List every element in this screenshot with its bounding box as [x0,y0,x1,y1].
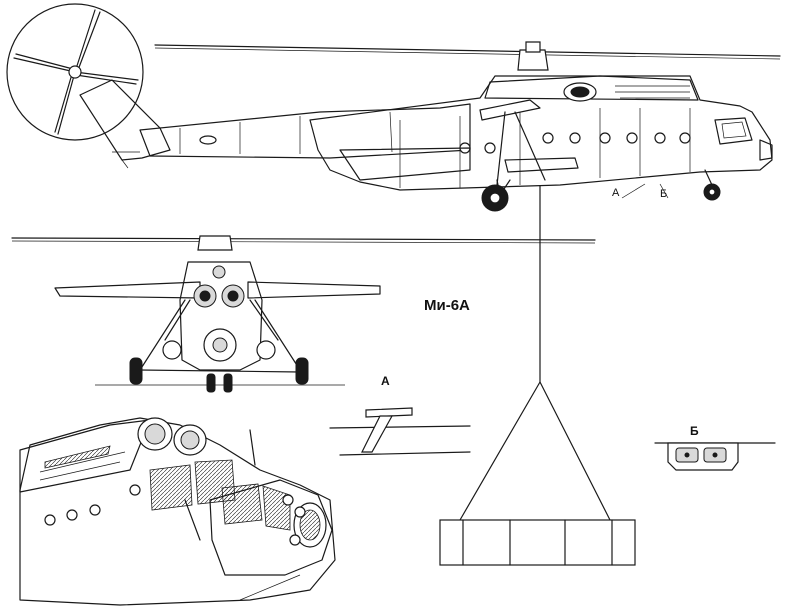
rotor-hub [517,49,549,71]
detail-a-label: А [381,374,390,388]
detail-a-step [365,407,413,418]
callout-b-side-view: Б [660,188,668,200]
slung-load [439,381,636,566]
front-view [11,235,596,393]
cargo-container [439,519,636,566]
perspective-fuselage [19,417,336,606]
perspective-window [149,464,193,511]
detail-b [654,442,776,471]
side-fuel-tank [339,147,471,181]
main-rotor-blade [154,44,781,57]
front-fuselage [179,261,263,371]
perspective-view [19,417,336,606]
front-rotor-blade [11,237,596,241]
perspective-engine-deck [19,419,151,493]
front-right-wing [247,281,381,299]
tail-fin [79,79,171,161]
detail-a-fuselage-line [329,425,471,429]
engine-cowling [484,75,699,101]
model-title: Ми-6А [424,297,470,314]
tail-boom [139,103,471,159]
portholes [459,132,691,154]
cockpit-glazing [714,117,753,145]
perspective-cockpit [209,479,333,576]
detail-a [329,407,471,456]
sling-legs [459,381,611,521]
main-landing-gear [481,179,511,212]
tail-rotor [6,3,144,141]
detail-b-label: Б [690,424,699,438]
front-left-wing [54,281,201,299]
fuselage [309,75,773,191]
side-view [6,3,781,383]
side-wing [479,99,541,121]
callout-a-side-view: А [612,187,620,199]
nose-landing-gear [703,169,721,201]
